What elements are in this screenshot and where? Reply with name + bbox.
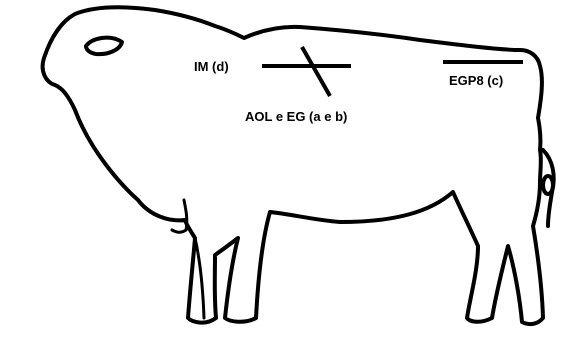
animal-body-outline bbox=[43, 7, 543, 324]
shoulder-line bbox=[172, 200, 187, 232]
forelimb-inner-line bbox=[195, 238, 204, 318]
im-label: IM (d) bbox=[194, 59, 229, 74]
aol-eg-cross-line bbox=[302, 47, 330, 96]
egp8-label: EGP8 (c) bbox=[449, 73, 503, 88]
aol-eg-label: AOL e EG (a e b) bbox=[245, 109, 347, 124]
ear-outline bbox=[86, 38, 122, 54]
tail-tuft bbox=[543, 176, 553, 194]
